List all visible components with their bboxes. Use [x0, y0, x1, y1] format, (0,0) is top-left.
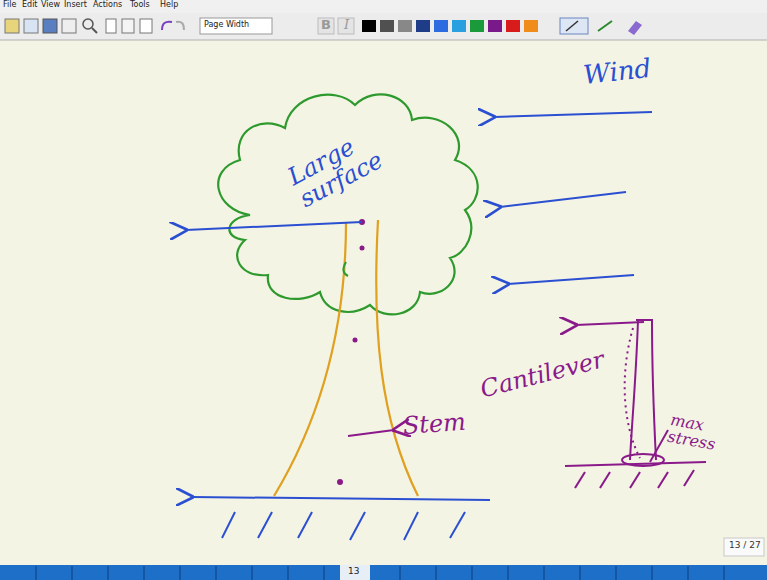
toolbar-edge	[0, 40, 767, 41]
force-arrow	[186, 222, 362, 230]
menu-bar	[0, 0, 767, 13]
page-indicator	[724, 538, 764, 556]
menu-item: Tools	[130, 1, 150, 9]
crown-label: Large surface	[284, 116, 405, 212]
page-indicator-text: 13 / 27	[729, 541, 761, 550]
menu-item: View	[41, 1, 60, 9]
point	[353, 338, 358, 343]
stem-outline	[376, 220, 418, 496]
menu-item: Insert	[64, 1, 87, 9]
wind-arrow	[500, 192, 626, 207]
toolbar-icons	[5, 18, 642, 35]
menu-item: Edit	[22, 1, 38, 9]
stem-label: Stem	[402, 410, 467, 440]
ground-line	[192, 497, 490, 500]
wind-label: Wind	[582, 55, 652, 89]
load-arrow	[576, 322, 644, 325]
tree-crown	[218, 94, 478, 314]
bold-button: B	[321, 18, 331, 32]
page-number: 13	[348, 567, 359, 576]
ground-hatch	[222, 512, 465, 540]
crown-detail	[343, 262, 348, 276]
bottom-bar-cells	[36, 566, 724, 580]
wind-arrow	[508, 275, 634, 284]
menu-item: Help	[160, 1, 178, 9]
stem-outline	[274, 222, 346, 496]
toolbar	[0, 13, 767, 40]
cantilever-label: Cantilever	[478, 347, 607, 402]
bottom-bar	[0, 565, 767, 580]
point	[337, 479, 343, 485]
menu-item: File	[3, 1, 16, 9]
wind-arrow	[494, 112, 652, 117]
point	[360, 246, 365, 251]
menu-item: Actions	[93, 1, 122, 9]
cantilever-sketch	[565, 320, 706, 488]
italic-button: I	[344, 18, 349, 32]
stem-pointer	[348, 430, 394, 436]
zoom-dropdown: Page Width	[204, 21, 249, 29]
max-stress-label: max stress	[666, 412, 723, 454]
